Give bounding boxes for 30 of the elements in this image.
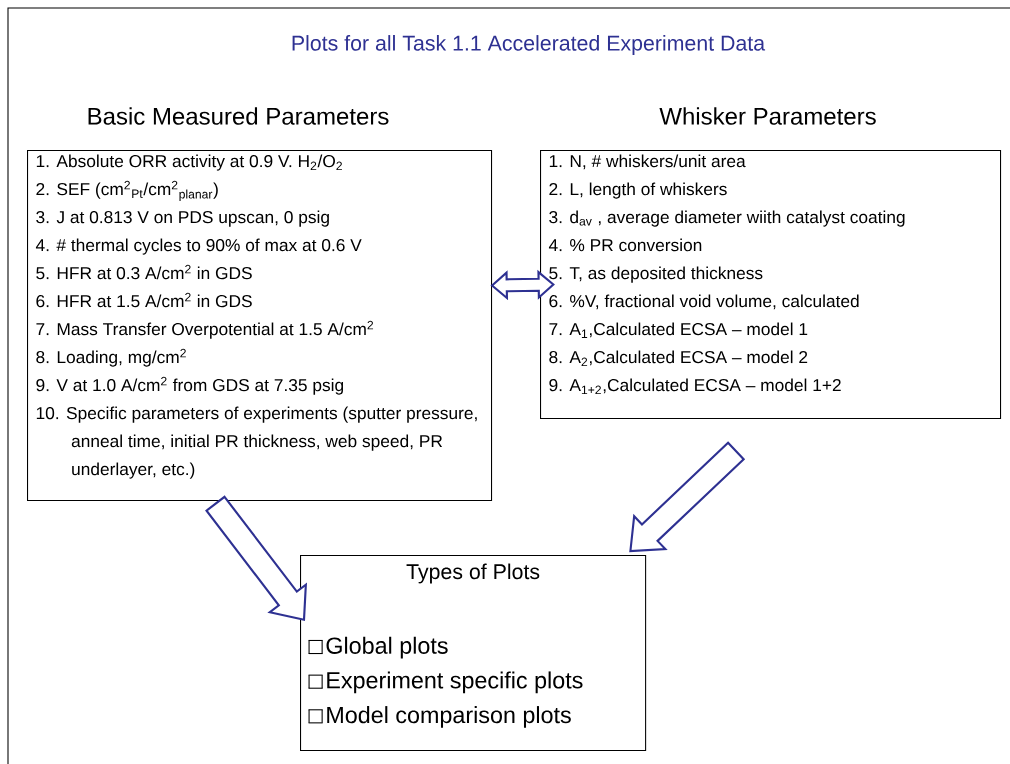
list-item: 2. L, length of whiskers xyxy=(549,182,727,199)
list-item: 3. J at 0.813 V on PDS upscan, 0 psig xyxy=(36,210,329,227)
list-item: 4. % PR conversion xyxy=(548,238,702,252)
list-item: 8. Loading, mg/cm$^{2}$ xyxy=(36,348,186,367)
list-item: 2. SEF (cm$^{2}$$_{Pt}$/cm$^{2}$$_{planar}$) xyxy=(36,180,218,201)
box-heading: Whisker Parameters xyxy=(659,107,876,125)
list-item: Model comparison plots xyxy=(327,706,571,728)
list-item: 9. A$_{1+2}$,Calculated ECSA – model 1+2 xyxy=(549,378,841,395)
box-heading: Basic Measured Parameters xyxy=(88,107,389,125)
list-item: 1. N, # whiskers/unit area xyxy=(549,154,746,170)
box-heading: Types of Plots xyxy=(406,563,540,584)
list-item: 7. Mass Transfer Overpotential at 1.5 A/cm$^{2}$ xyxy=(36,320,374,339)
list-item: 8. A$_{2}$,Calculated ECSA – model 2 xyxy=(549,350,808,367)
list-item: 10. Specific parameters of experiments (sputter pressure, anneal time, initial PR thickness, web speed, PR underlayer, etc.) xyxy=(36,406,477,479)
list-item: 7. A$_{1}$,Calculated ECSA – model 1 xyxy=(549,322,808,338)
list-item: 5. T, as deposited thickness xyxy=(549,266,763,283)
list-item: Global plots xyxy=(326,636,448,659)
list-item: Experiment specific plots xyxy=(327,671,583,694)
parameter-box xyxy=(540,107,1002,420)
list-item: 9. V at 1.0 A/cm$^{2}$ from GDS at 7.35 psig xyxy=(36,376,344,395)
list-item: 3. d$_{av}$ , average diameter wiith catalyst coating xyxy=(549,210,905,227)
list-item: 4. # thermal cycles to 90% of max at 0.6 V xyxy=(35,238,362,255)
block-arrow xyxy=(205,495,308,621)
parameter-box xyxy=(27,107,493,502)
list-item: 6. HFR at 1.5 A/cm$^{2}$ in GDS xyxy=(36,292,252,308)
parameter-box xyxy=(300,555,647,751)
title: Plots for all Task 1.1 Accelerated Experiment Data xyxy=(292,35,766,55)
list-item: 5. HFR at 0.3 A/cm$^{2}$ in GDS xyxy=(36,264,252,280)
list-item: 6. %V, fractional void volume, calculated xyxy=(549,294,859,310)
list-item: 1. Absolute ORR activity at 0.9 V. H$_{2}$/O$_{2}$ xyxy=(36,154,342,171)
